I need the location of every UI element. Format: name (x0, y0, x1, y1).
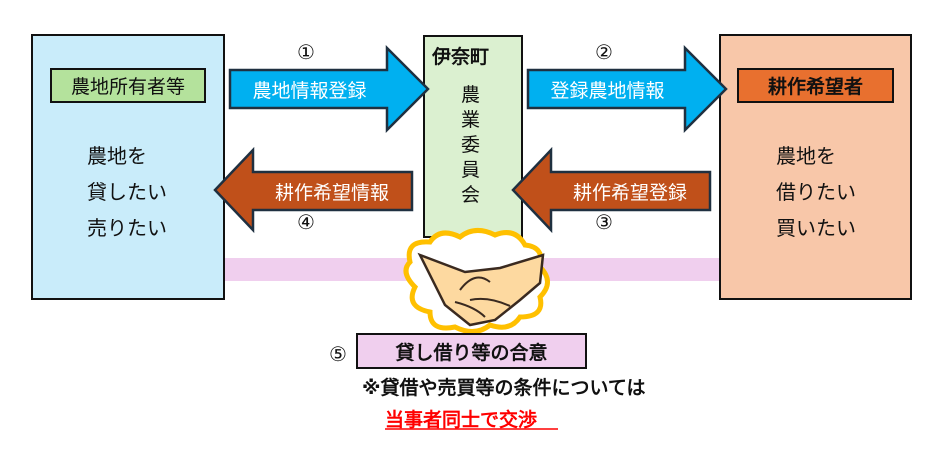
arrow-2-shape (526, 44, 728, 134)
owner-line: 農地を (87, 144, 147, 168)
step-4-number: ④ (297, 210, 315, 234)
handshake-icon (403, 228, 550, 334)
seeker-line: 買いたい (776, 216, 856, 240)
step-1-number: ① (297, 40, 315, 64)
owner-desc: 農地を 貸したい 売りたい (87, 138, 167, 246)
committee-char: 委 (461, 134, 481, 156)
committee-box (423, 35, 523, 238)
seeker-desc: 農地を 借りたい 買いたい (776, 138, 856, 246)
agreement-label: 貸し借り等の合意 (356, 333, 587, 369)
committee-char: 業 (461, 109, 481, 131)
step-2-number: ② (595, 40, 613, 64)
arrow-1-shape (228, 44, 430, 134)
owner-line: 売りたい (87, 216, 167, 240)
arrow-1-label: 農地情報登録 (252, 79, 367, 102)
owner-line: 貸したい (87, 180, 167, 204)
owner-label: 農地所有者等 (50, 68, 206, 103)
committee-char: 会 (461, 184, 481, 206)
seeker-line: 農地を (776, 144, 836, 168)
step-5-number: ⑤ (329, 342, 347, 366)
committee-town: 伊奈町 (432, 46, 490, 68)
arrow-3-label: 耕作希望登録 (572, 181, 687, 204)
arrow-2-label: 登録農地情報 (550, 79, 665, 102)
arrow-4-shape (213, 146, 414, 234)
note-text: ※貸借や売買等の条件については (362, 377, 646, 399)
committee-name: 農 業 委 員 会 (461, 83, 480, 208)
committee-char: 員 (461, 159, 481, 181)
step-3-number: ③ (595, 210, 613, 234)
arrow-4-label: 耕作希望情報 (274, 181, 389, 204)
seeker-label: 耕作希望者 (737, 68, 894, 103)
note-emphasis: 当事者同士で交渉 (385, 409, 538, 431)
seeker-line: 借りたい (776, 180, 856, 204)
arrow-3-shape (511, 146, 712, 234)
committee-char: 農 (461, 84, 481, 106)
